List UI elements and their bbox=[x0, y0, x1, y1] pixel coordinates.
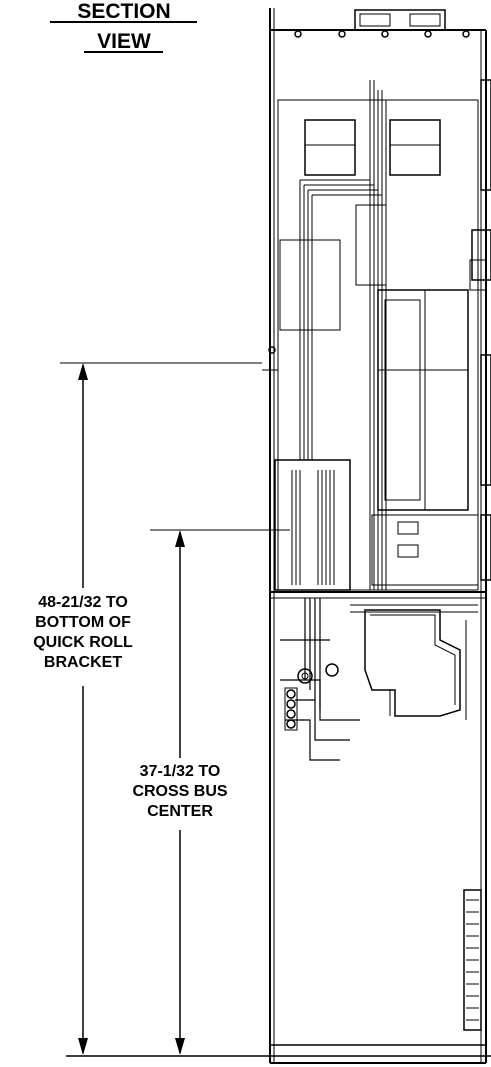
lower-terminal-block bbox=[371, 514, 479, 586]
dim2-line-1: 37-1/32 TO bbox=[140, 763, 221, 780]
lug-right bbox=[325, 663, 339, 677]
lifting-bracket-slot-left bbox=[359, 13, 391, 27]
arrowhead2-down bbox=[175, 1038, 185, 1055]
rear-channel-top bbox=[480, 79, 491, 191]
dimension-quick-roll-bracket: 48-21/32 TO BOTTOM OF QUICK ROLL BRACKET bbox=[33, 362, 262, 1055]
upper-coil-left bbox=[304, 119, 356, 176]
lifting-bracket-slot-right bbox=[409, 13, 441, 27]
title-line-2: VIEW bbox=[97, 30, 151, 53]
dim1-line-3: QUICK ROLL bbox=[33, 634, 133, 651]
terminal-strip bbox=[284, 687, 298, 731]
breaker-front bbox=[424, 289, 469, 511]
lug-upper bbox=[297, 668, 313, 684]
dim2-line-2: CROSS BUS bbox=[132, 783, 227, 800]
title-line-1: SECTION bbox=[77, 0, 170, 23]
dimension-cross-bus-center: 37-1/32 TO CROSS BUS CENTER bbox=[132, 529, 290, 1055]
bus-clamp bbox=[355, 204, 387, 286]
cross-bus-support bbox=[274, 459, 351, 591]
terminal-1 bbox=[286, 689, 296, 699]
ventilation-panel bbox=[463, 889, 482, 1031]
arrowhead2-up bbox=[175, 530, 185, 547]
dim1-line-4: BRACKET bbox=[44, 654, 122, 671]
front-hinge bbox=[268, 346, 276, 354]
arrowhead-down bbox=[78, 1038, 88, 1055]
section-title: SECTION VIEW bbox=[50, 0, 197, 53]
dim2-line-3: CENTER bbox=[147, 803, 213, 820]
terminal-4 bbox=[286, 719, 296, 729]
rear-bracket bbox=[471, 229, 491, 281]
top-bolt-5 bbox=[462, 30, 470, 38]
arrowhead-up bbox=[78, 363, 88, 380]
terminal-3 bbox=[286, 709, 296, 719]
rear-channel-low bbox=[480, 514, 491, 581]
cabinet-section bbox=[262, 8, 491, 1064]
quick-roll-bracket bbox=[364, 609, 461, 717]
lifting-bracket bbox=[354, 9, 446, 31]
dim1-line-1: 48-21/32 TO bbox=[38, 594, 128, 611]
terminal-2 bbox=[286, 699, 296, 709]
rear-channel-mid bbox=[480, 354, 491, 486]
breaker-frame bbox=[384, 299, 421, 501]
top-bolt-1 bbox=[294, 30, 302, 38]
cross-bus-bars bbox=[291, 470, 335, 585]
dim1-line-2: BOTTOM OF bbox=[35, 614, 131, 631]
vertical-bus-bars bbox=[299, 80, 387, 590]
lower-bus-runs bbox=[350, 604, 478, 720]
lower-connections bbox=[280, 598, 360, 761]
upper-coil-right bbox=[389, 119, 441, 176]
vent-louvers bbox=[466, 899, 479, 1021]
top-bolt-2 bbox=[338, 30, 346, 38]
top-bolt-4 bbox=[424, 30, 432, 38]
breaker-body bbox=[377, 289, 469, 511]
top-bolt-3 bbox=[381, 30, 389, 38]
bus-support-upper bbox=[279, 239, 341, 331]
